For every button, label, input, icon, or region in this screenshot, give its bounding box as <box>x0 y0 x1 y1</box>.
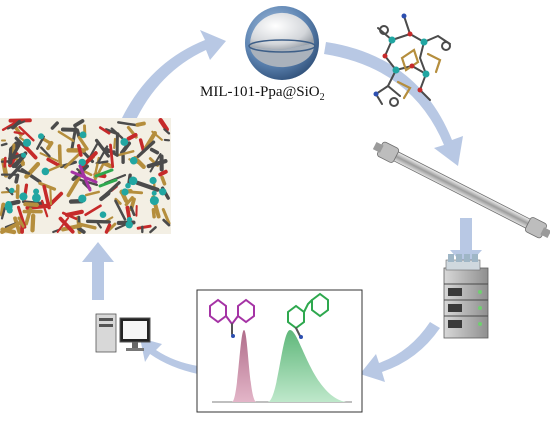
hplc-column-icon <box>372 141 550 239</box>
core-shell-sphere-icon <box>245 6 319 80</box>
material-label: MIL-101-Ppa@SiO2 <box>200 84 370 103</box>
molecule-enantiomer-1-icon <box>209 298 255 338</box>
arrow-mof-to-sphere <box>122 30 226 124</box>
material-label-main: MIL-101-Ppa@SiO <box>200 84 320 100</box>
arrow-pc-to-mof <box>82 242 114 300</box>
arrow-hplc-to-chromatogram <box>360 322 440 382</box>
mof-molecular-structure-icon <box>373 13 451 107</box>
mof-crystal-packing-icon <box>0 117 171 235</box>
peak-enantiomer-2 <box>268 330 346 402</box>
peak-enantiomer-1 <box>232 330 256 402</box>
molecule-enantiomer-2-icon <box>287 292 329 339</box>
chromatogram-panel <box>196 289 363 413</box>
computer-workstation-icon <box>95 313 151 353</box>
hplc-instrument-icon <box>443 254 489 339</box>
material-label-subscript: 2 <box>319 92 325 103</box>
arrow-chromatogram-to-pc <box>140 338 198 374</box>
